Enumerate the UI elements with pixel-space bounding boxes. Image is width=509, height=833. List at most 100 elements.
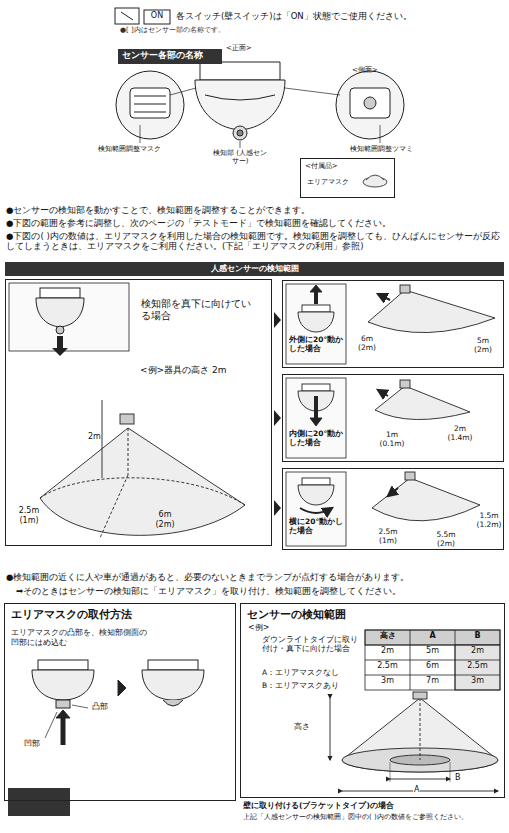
label-text: 7m [410, 676, 455, 686]
direction-arrow [57, 336, 63, 350]
node-heading: 横に20°動かした場合 [289, 517, 349, 536]
label-text: 6m (2m) [150, 510, 180, 529]
label-text: 2m (1.4m) [442, 424, 478, 442]
lamp-sideways [298, 478, 334, 513]
switch-icon [115, 8, 170, 24]
label-text: A [410, 631, 455, 641]
header-band: センサー各部の名称 [118, 49, 222, 64]
sensor-front-view-part [130, 88, 170, 118]
range-table-part [365, 660, 500, 661]
header-band: 人感センサーの検知範囲 [5, 262, 504, 276]
panel-box: 外側に20°動かした場合 [282, 280, 504, 368]
sensor-dome-part [237, 130, 243, 136]
sensor-dome-part [205, 95, 275, 100]
detection-fan-part [400, 380, 410, 388]
label-text: 6m (2m) [352, 334, 382, 352]
label-text: 検知部 (人感センサー) [210, 149, 270, 166]
detection-fan-part [378, 294, 390, 300]
node-heading: 人感センサーの検知範囲 [5, 263, 504, 273]
label-text: 検知範囲調整ツマミ [350, 145, 413, 153]
label-text: <例> [248, 623, 269, 633]
label-text: 2.5m [365, 661, 410, 671]
sensor-front-view-part [134, 112, 166, 113]
label-text: 2m [455, 646, 500, 656]
mask-mount-figure-part [72, 705, 88, 708]
detection-cone [330, 692, 498, 791]
detection-fan-part [372, 478, 480, 521]
label-text: 各スイッチ(壁スイッチ)は「ON」状態でご使用ください。 [176, 11, 412, 21]
detection-fan-part [100, 475, 128, 538]
range-table-part [365, 630, 500, 645]
panel-box: エリアマスクの取付方法エリアマスクの凸部を、検知部側面の凹部にはめ込む [4, 603, 236, 801]
label-text: 3m [455, 676, 500, 686]
mask-mount-figure-part [61, 716, 66, 745]
label-text: 1.5m (1.2m) [474, 511, 504, 529]
label-text: 5m [410, 646, 455, 656]
lamp-inward-part [314, 396, 318, 420]
detection-fan-part [388, 488, 398, 496]
detection-cone-part [413, 692, 427, 699]
detection-cone-part [342, 698, 498, 772]
label-text: ダウンライトタイプに取り付け・真下に向けた場合 [262, 635, 360, 653]
mask-mount-figure-part [38, 660, 88, 670]
sensor-front-view-part [116, 71, 184, 139]
label-text: 6m [410, 661, 455, 671]
panel-inner-boxes [286, 284, 346, 546]
detection-cone-part [420, 698, 421, 760]
label-text: ●センサーの検知部を動かすことで、検知範囲を調整することができます。 [6, 205, 503, 215]
label-text: 2.5m [455, 661, 500, 671]
detection-cone-part [390, 762, 391, 782]
lamp-down-part [56, 326, 64, 334]
mask-mount-figure-part [32, 670, 94, 700]
lamp-inward-part [310, 418, 322, 426]
label-text: 1m (0.1m) [374, 430, 410, 448]
panel-divider [9, 283, 129, 351]
lamp-sideways-part [300, 508, 332, 513]
detection-fan-part [368, 290, 495, 333]
label-text: B [455, 773, 461, 783]
step-markers-part [274, 410, 281, 426]
lamp-down-part [40, 288, 80, 298]
label-text: <正面> [226, 44, 252, 52]
label-text: ●検知範囲の近くに人や車が通過があると、必要のないときまでランプが点灯する場合が… [6, 572, 503, 582]
lamp-sideways-part [302, 478, 330, 485]
node-heading: 外側に20°動かした場合 [289, 335, 349, 354]
label-text: 検知範囲調整マスク [98, 145, 161, 153]
sensor-side-view-part [364, 97, 376, 109]
lamp-inward [298, 384, 334, 426]
node-heading: <付属品> [305, 162, 338, 171]
sensor-side-view-part [336, 71, 404, 139]
node-heading: センサーの検知範囲 [247, 608, 346, 622]
leader-lines-part [380, 125, 381, 143]
label-text: 5.5m (2m) [430, 530, 462, 548]
mask-mount-figure-part [163, 700, 183, 706]
leader-lines [140, 88, 380, 148]
detection-fan-part [405, 472, 415, 480]
detection-fan-part [375, 386, 470, 420]
panel-box: 内側に20°動かした場合 [282, 374, 504, 462]
label-text: ●下図の( )内の数値は、エリアマスクを利用した場合の検知範囲です。検知範囲を調… [6, 231, 503, 251]
detection-fan-part [400, 285, 410, 293]
label-text: 2.5m (1m) [372, 527, 404, 545]
mask-mount-figure-part [56, 710, 70, 718]
detection-fan-part [120, 414, 134, 424]
sensor-dome-part [195, 80, 285, 130]
lamp-outward [298, 285, 334, 332]
mask-mount-figure [32, 660, 204, 745]
direction-arrow [52, 348, 68, 356]
label-text: B：エリアマスクあり [262, 681, 339, 690]
sensor-front-view-part [134, 96, 166, 97]
range-table [365, 630, 500, 690]
label-text: 高さ [365, 631, 410, 641]
leader-lines-part [170, 88, 196, 95]
panel-box: 検知部を真下に向けている場合 [5, 279, 272, 546]
label-text: <例>器具の高さ 2m [140, 365, 226, 376]
label-text: 凹部 [24, 739, 40, 749]
sensor-side-view-part [350, 88, 390, 118]
sensor-dome [195, 62, 285, 140]
switch-icon-part [144, 10, 170, 24]
logo-block [8, 788, 70, 816]
lamp-inward-part [302, 384, 330, 391]
lamp-outward-part [302, 305, 330, 312]
